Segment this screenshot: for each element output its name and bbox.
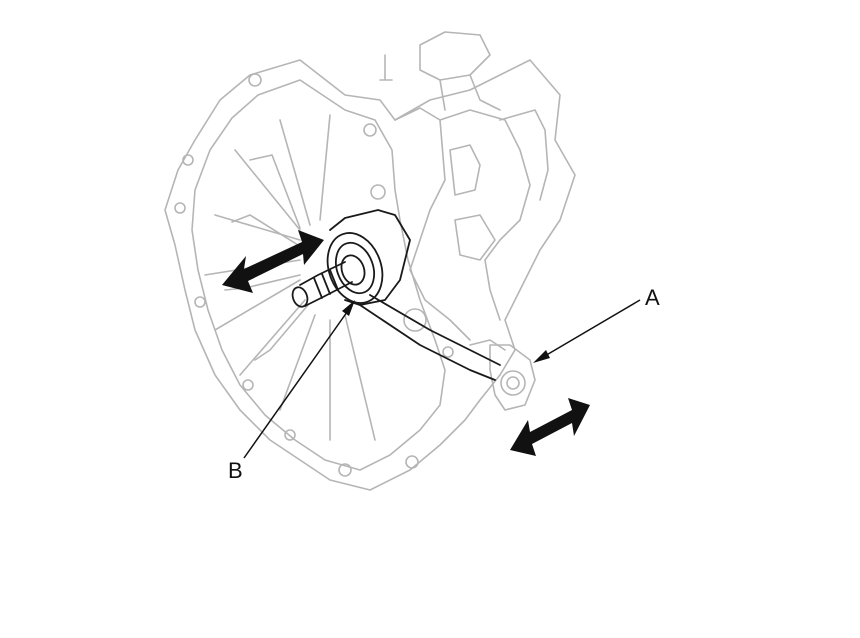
callout-a: A [533,285,660,363]
shaft-movement-arrow [222,230,324,293]
callout-b: B [228,300,355,483]
double-headed-arrow-icon [510,398,590,456]
transmission-housing [164,31,576,491]
double-headed-arrow-icon [222,230,324,293]
callout-b-label: B [228,458,243,483]
callout-a-label: A [645,285,660,310]
input-shaft-assembly [291,209,501,381]
fork-movement-arrow [510,398,590,456]
